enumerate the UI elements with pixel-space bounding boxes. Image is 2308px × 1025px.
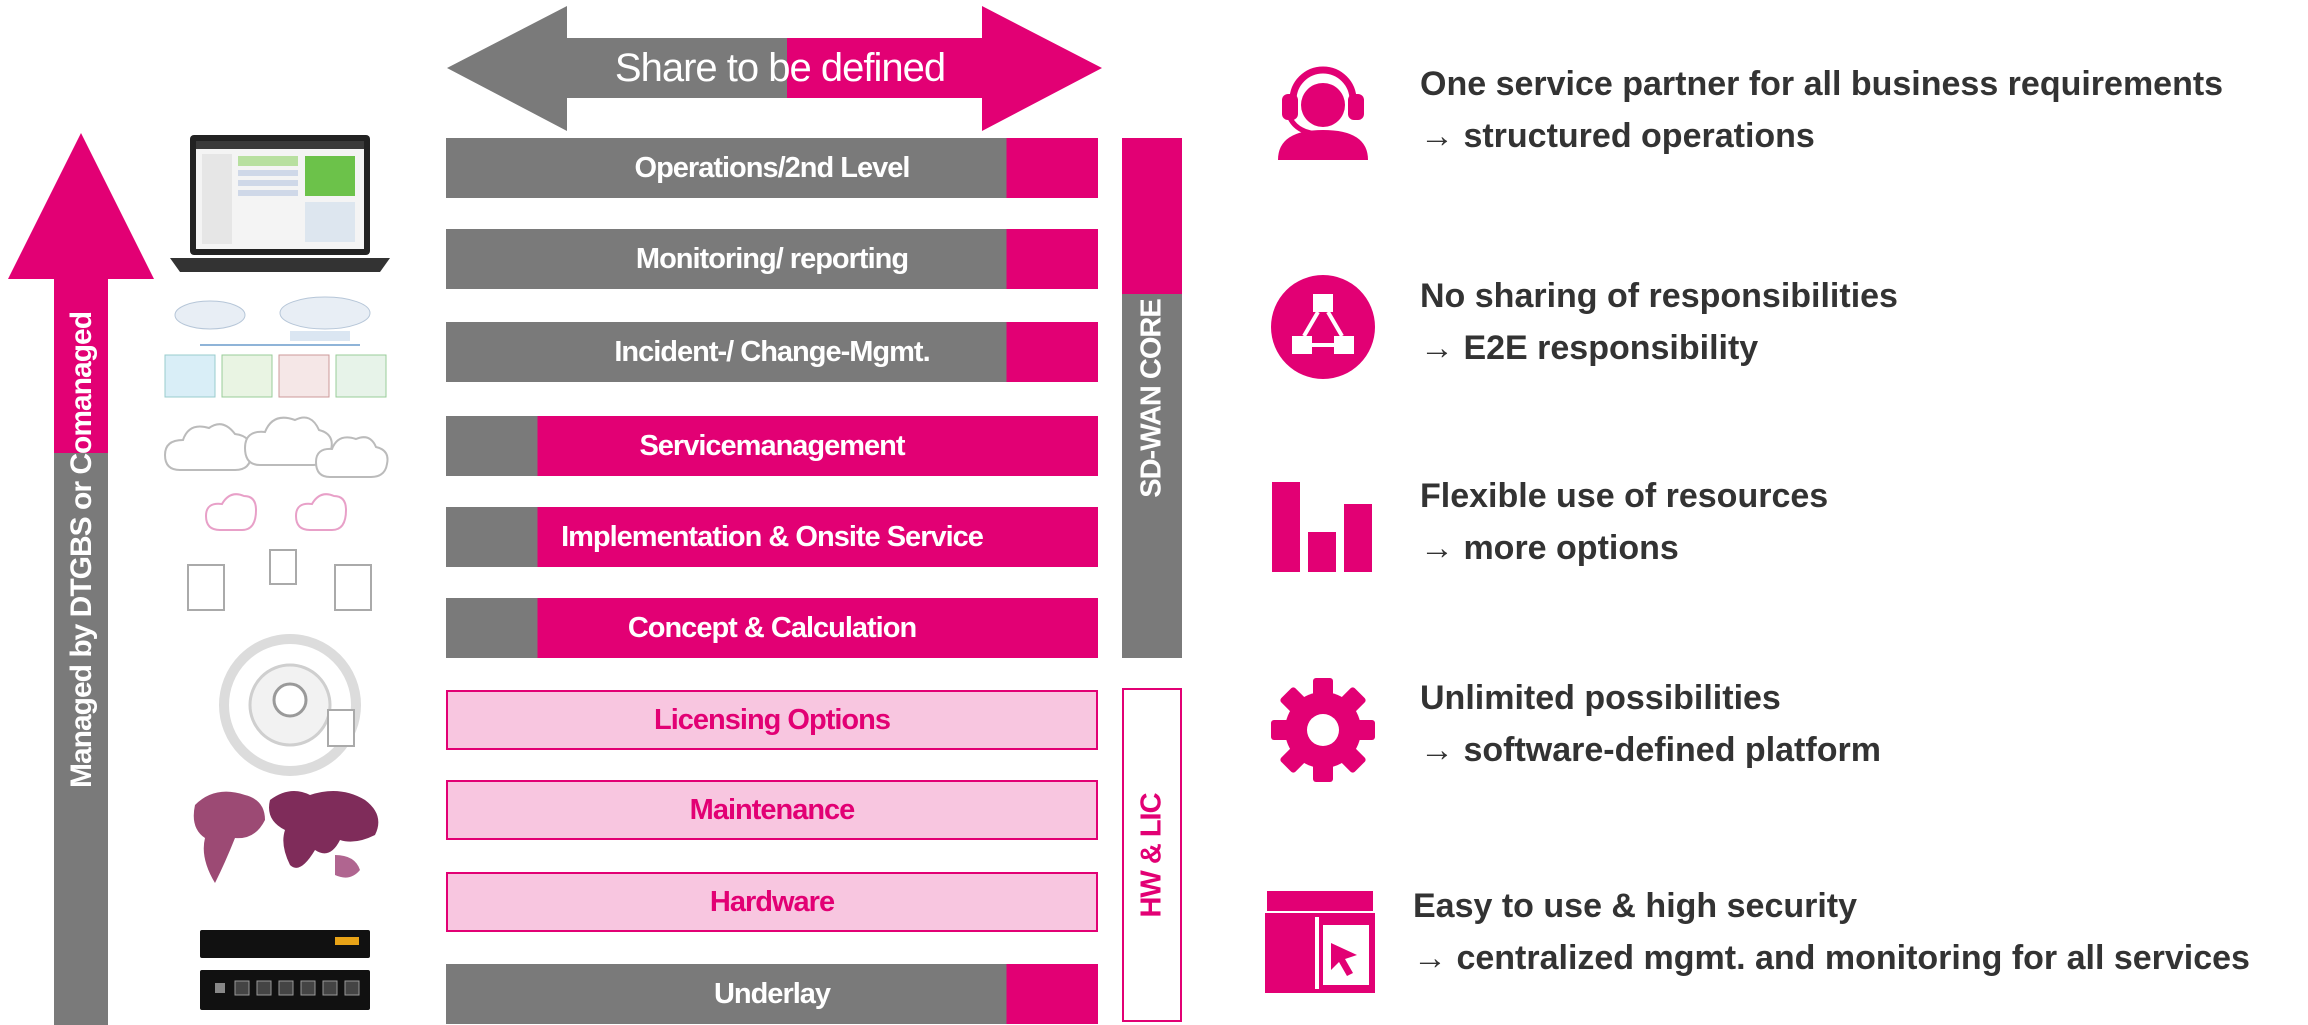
vertical-arrow (8, 133, 154, 1025)
feature-3-text: Flexible use of resources → more options (1420, 477, 1829, 567)
stack-bar-implementation: Implementation & Onsite Service (446, 507, 1098, 567)
bar-chart-icon (1272, 482, 1372, 572)
feature-1-text: One service partner for all business req… (1420, 65, 2224, 155)
laptop-dashboard-image (170, 135, 390, 272)
headset-icon (1278, 66, 1368, 160)
stack-bar-incident: Incident-/ Change-Mgmt. (446, 322, 1098, 382)
browser-window-icon (1265, 891, 1375, 993)
feature-4-text: Unlimited possibilities → software-defin… (1420, 679, 1881, 769)
share-arrow (447, 6, 1102, 131)
network-icon (1271, 275, 1375, 379)
hw-lic-label: HW & LIC (1122, 688, 1182, 1022)
feature-2-text: No sharing of responsibilities → E2E res… (1420, 277, 1898, 367)
stack-bar-servicemanagement: Servicemanagement (446, 416, 1098, 476)
network-topology-image (164, 296, 387, 398)
stack-bar-hardware: Hardware (446, 872, 1098, 932)
share-label: Share to be defined (614, 45, 946, 90)
stack-bar-operations: Operations/2nd Level (446, 138, 1098, 198)
cloud-diagram-image (163, 416, 389, 611)
stack-bar-licensing: Licensing Options (446, 690, 1098, 750)
network-appliance-image (200, 930, 370, 1010)
stack-bar-maintenance: Maintenance (446, 780, 1098, 840)
gear-icon (1271, 678, 1375, 782)
stack-bar-monitoring: Monitoring/ reporting (446, 229, 1098, 289)
managed-by-label: Managed by DTGBS or Comanaged (65, 311, 99, 789)
stack-bar-underlay: Underlay (446, 964, 1098, 1024)
service-lifecycle-image (219, 634, 361, 776)
world-map-image (193, 791, 379, 883)
sdwan-core-label: SD-WAN CORE (1122, 138, 1182, 658)
feature-5-text: Easy to use & high security → centralize… (1413, 887, 2250, 977)
stack-bar-concept: Concept & Calculation (446, 598, 1098, 658)
